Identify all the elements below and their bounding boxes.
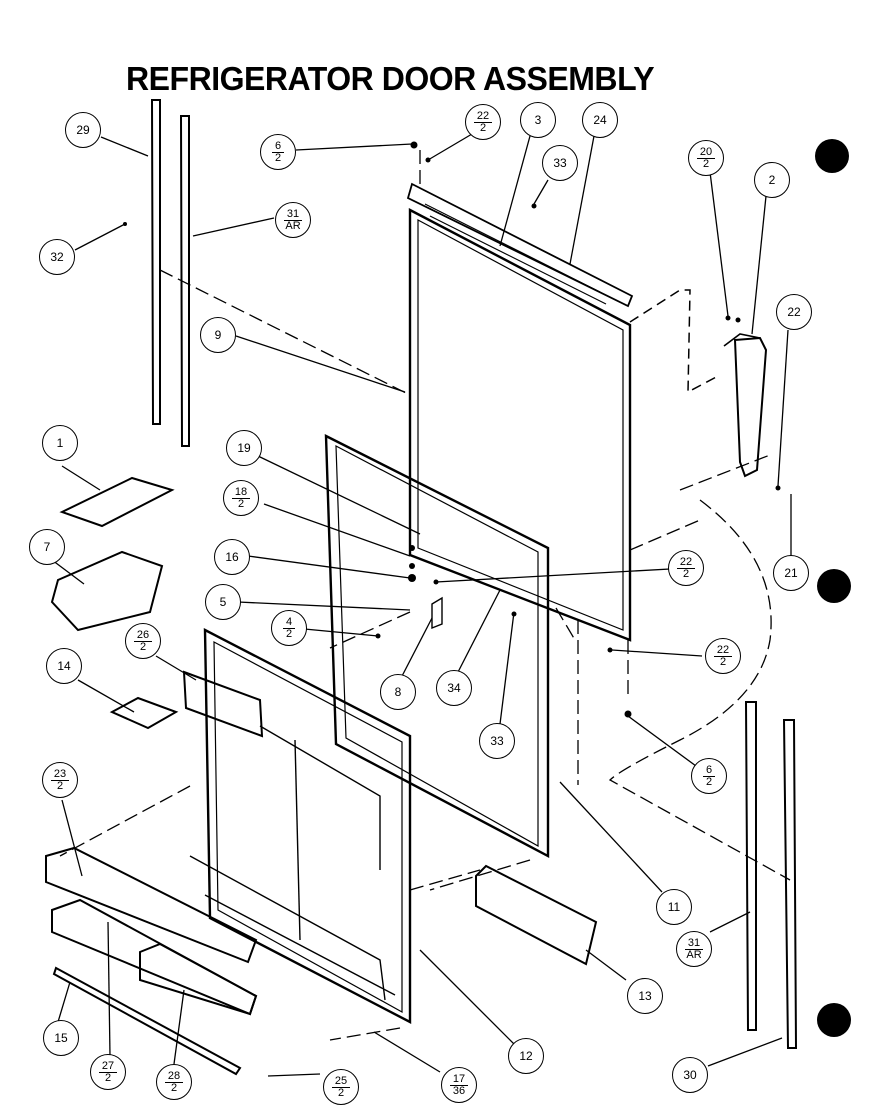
door-gasket-strip-29 [150,99,161,425]
callout-29: 29 [65,112,101,148]
callout-13: 13 [627,978,663,1014]
door-gasket-strip-31-left [179,115,190,447]
outer-door-panel [408,208,632,642]
callout-11: 11 [656,889,692,925]
callout-24: 24 [582,102,618,138]
door-gasket-frame [324,434,550,858]
diagram-title: REFRIGERATOR DOOR ASSEMBLY [126,60,655,97]
callout-30: 30 [672,1057,708,1093]
door-panel-13 [475,864,598,966]
callout-12: 12 [508,1038,544,1074]
callout-33-bottom: 33 [479,723,515,759]
callout-1: 1 [42,425,78,461]
callout-33-top: 33 [542,145,578,181]
inner-door-liner [203,628,412,1024]
door-gasket-strip-31-right [744,701,757,1031]
hinge-bracket [431,596,443,630]
door-shelf-27 [51,898,258,1016]
callout-5: 5 [205,584,241,620]
callout-14: 14 [46,648,82,684]
door-shelf-28 [139,942,258,1016]
butter-compartment-cover [59,476,175,528]
callout-15: 15 [43,1020,79,1056]
callout-22-right: 22 [776,294,812,330]
callout-19: 19 [226,430,262,466]
binder-hole-bottom [817,1003,851,1037]
callout-21: 21 [773,555,809,591]
callout-34: 34 [436,670,472,706]
callout-9: 9 [200,317,236,353]
door-bin-7 [50,550,164,632]
door-gasket-strip-30 [782,719,798,1049]
callout-8: 8 [380,674,416,710]
door-handle [733,336,768,478]
egg-tray [109,696,179,730]
binder-hole-top [815,139,849,173]
callout-3: 3 [520,102,556,138]
binder-hole-middle [817,569,851,603]
door-top-trim [406,182,634,308]
callout-16: 16 [214,539,250,575]
callout-2: 2 [754,162,790,198]
door-shelf-23 [45,846,258,964]
shelf-rail [52,966,242,1076]
callout-32: 32 [39,239,75,275]
callout-7: 7 [29,529,65,565]
dairy-compartment-door [182,670,264,738]
